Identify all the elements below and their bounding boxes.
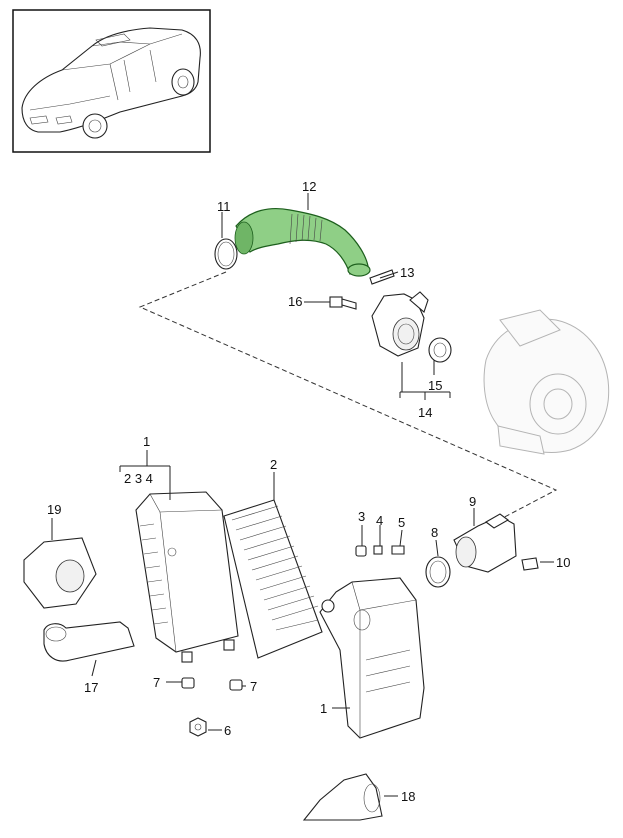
callout-7-right: 7 xyxy=(250,679,257,694)
callout-2: 2 xyxy=(270,457,277,472)
vehicle-thumbnail xyxy=(12,9,211,153)
part-5-screw xyxy=(391,545,405,555)
part-1-air-cleaner-upper xyxy=(135,491,239,663)
callout-labels: 11 12 13 16 15 14 1 2 3 4 2 19 3 4 5 8 9… xyxy=(47,179,570,804)
callout-14: 14 xyxy=(418,405,432,420)
callout-1-top: 1 xyxy=(143,434,150,449)
assembly-guides xyxy=(138,271,558,534)
part-14-connection-piece xyxy=(371,291,429,357)
callout-18: 18 xyxy=(401,789,415,804)
callout-16: 16 xyxy=(288,294,302,309)
part-4-bolt xyxy=(373,545,383,555)
callout-4: 4 xyxy=(376,513,383,528)
part-16-bolt xyxy=(329,296,357,310)
callout-15: 15 xyxy=(428,378,442,393)
callout-group-2-3-4: 2 3 4 xyxy=(124,471,153,486)
callout-9: 9 xyxy=(469,494,476,509)
part-10-screw xyxy=(521,557,539,571)
callout-17: 17 xyxy=(84,680,98,695)
part-17-intake-duct xyxy=(43,621,135,662)
callout-7-left: 7 xyxy=(153,675,160,690)
part-18-duct xyxy=(302,773,383,821)
part-3-grommet xyxy=(355,545,367,557)
callout-19: 19 xyxy=(47,502,61,517)
part-12-intake-hose xyxy=(234,207,371,277)
callout-10: 10 xyxy=(556,555,570,570)
part-7-grommets xyxy=(181,677,243,691)
callout-5: 5 xyxy=(398,515,405,530)
turbocharger-ghost xyxy=(483,309,610,455)
part-8-seal xyxy=(425,556,451,588)
part-6-nut xyxy=(189,717,207,737)
callout-12: 12 xyxy=(302,179,316,194)
callout-11: 11 xyxy=(217,199,231,214)
part-2-filter-element xyxy=(223,499,323,659)
callout-8: 8 xyxy=(431,525,438,540)
part-11-hose-clamp xyxy=(214,238,238,270)
leader-lines xyxy=(51,193,554,797)
callout-1-bottom: 1 xyxy=(320,701,327,716)
part-1-air-cleaner-lower xyxy=(319,577,425,739)
callout-3: 3 xyxy=(358,509,365,524)
part-19-bracket xyxy=(23,537,97,609)
callout-13: 13 xyxy=(400,265,414,280)
part-9-air-mass-meter xyxy=(453,513,517,573)
callout-6: 6 xyxy=(224,723,231,738)
part-15-seal-ring xyxy=(428,337,452,363)
